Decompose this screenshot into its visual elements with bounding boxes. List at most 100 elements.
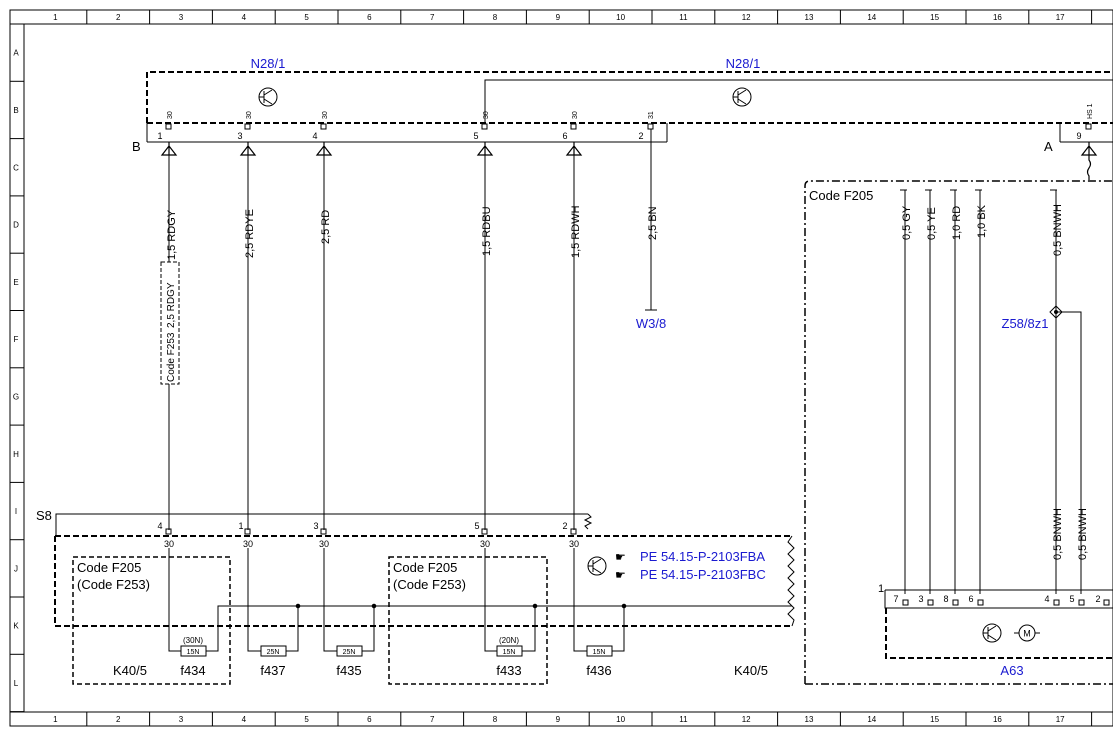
motor-icon: M — [1014, 624, 1040, 642]
svg-text:1,0 RD: 1,0 RD — [951, 206, 963, 240]
reference-link: PE 54.15-P-2103FBC — [640, 567, 766, 582]
pointing-hand-icon: ☛ — [615, 568, 626, 582]
grid-row-label: G — [13, 392, 19, 401]
svg-text:1: 1 — [157, 131, 162, 141]
grid-column-label: 2 — [116, 715, 121, 724]
svg-text:0,5 BNWH: 0,5 BNWH — [1077, 508, 1089, 560]
svg-text:Code F205: Code F205 — [393, 560, 457, 575]
grid-row-label: F — [14, 335, 19, 344]
grid-column-label: 8 — [493, 13, 498, 22]
svg-text:6: 6 — [562, 131, 567, 141]
wire-label: 2,5 BN — [647, 206, 659, 240]
svg-text:7: 7 — [893, 594, 898, 604]
fuse-bus — [168, 548, 792, 628]
pin-b6: 6 30 — [562, 111, 579, 141]
svg-text:2: 2 — [638, 131, 643, 141]
svg-text:4: 4 — [312, 131, 317, 141]
grid-column-label: 11 — [679, 715, 688, 724]
grid-column-label: 17 — [1056, 13, 1065, 22]
svg-text:4: 4 — [157, 521, 162, 531]
svg-text:3: 3 — [313, 521, 318, 531]
wire-label: 1,5 RDWH — [570, 205, 582, 258]
code-box-left: Code F205 (Code F253) — [77, 560, 150, 592]
grid-row-label: H — [13, 450, 19, 459]
svg-text:2: 2 — [562, 521, 567, 531]
svg-text:2,5 RDGY: 2,5 RDGY — [166, 282, 177, 328]
transistor-icon — [258, 87, 278, 107]
svg-text:Code F205: Code F205 — [77, 560, 141, 575]
a63-label: A63 — [1000, 663, 1023, 678]
grid-column-label: 12 — [742, 715, 751, 724]
fuse-f434: 15N (30N) f434 — [168, 628, 219, 678]
grid-column-label: 5 — [304, 13, 309, 22]
grid-column-label: 12 — [742, 13, 751, 22]
fuse-f437: 25N f437 — [247, 628, 299, 678]
a63-pin-1: 1 — [878, 583, 884, 595]
wire-labels: 1,5 RDGY 2,5 RDYE 2,5 RD 1,5 RDBU 1,5 RD… — [166, 205, 659, 260]
right-wires — [900, 189, 1082, 594]
s8-bus — [55, 513, 593, 536]
grid-column-label: 9 — [556, 13, 561, 22]
svg-text:30: 30 — [483, 111, 490, 119]
grid-column-label: 4 — [242, 13, 247, 22]
transistor-icon — [587, 556, 607, 576]
grid-column-label: 9 — [556, 715, 561, 724]
fuse-f435: 25N f435 — [323, 628, 375, 678]
grid-column-label: 10 — [616, 13, 625, 22]
grid-column-label: 16 — [993, 715, 1002, 724]
pointing-hand-icon: ☛ — [615, 550, 626, 564]
grid-column-label: 1 — [53, 13, 58, 22]
svg-text:8: 8 — [943, 594, 948, 604]
grid-column-label: 3 — [179, 13, 184, 22]
grid-column-label: 6 — [367, 715, 372, 724]
svg-text:31: 31 — [648, 111, 655, 119]
code-f205-label: Code F205 — [809, 188, 873, 203]
pin-b1: 1 30 — [157, 111, 174, 141]
svg-text:25N: 25N — [343, 649, 356, 656]
svg-text:3: 3 — [237, 131, 242, 141]
grid-column-label: 2 — [116, 13, 121, 22]
svg-text:5: 5 — [473, 131, 478, 141]
transistor-icon — [982, 623, 1002, 643]
grid-column-label: 8 — [493, 715, 498, 724]
svg-text:30: 30 — [572, 111, 579, 119]
grid-column-label: 11 — [679, 13, 688, 22]
k40-5-label-left: K40/5 — [113, 663, 147, 678]
svg-text:3: 3 — [918, 594, 923, 604]
main-wires — [168, 129, 657, 530]
n28-module — [146, 71, 1113, 143]
reference-links[interactable]: ☛ PE 54.15-P-2103FBA ☛ PE 54.15-P-2103FB… — [615, 549, 766, 582]
svg-text:15N: 15N — [187, 649, 200, 656]
svg-text:1: 1 — [238, 521, 243, 531]
svg-text:(Code F253): (Code F253) — [77, 577, 150, 592]
grid-column-label: 16 — [993, 13, 1002, 22]
n28-label-right: N28/1 — [726, 56, 761, 71]
svg-text:HS 1: HS 1 — [1087, 103, 1094, 119]
fuse-label: f436 — [586, 663, 611, 678]
svg-text:5: 5 — [474, 521, 479, 531]
grid-column-label: 15 — [930, 715, 939, 724]
grid-row-label: C — [13, 163, 19, 172]
grid-column-label: 14 — [867, 715, 876, 724]
code-f253-alt-wire: Code F253 2,5 RDGY — [160, 261, 180, 385]
svg-text:6: 6 — [968, 594, 973, 604]
connector-b-triangles — [160, 142, 1098, 180]
z58-label: Z58/8z1 — [1002, 316, 1049, 331]
pin-b4: 4 30 — [312, 111, 329, 141]
svg-text:0,5 BNWH: 0,5 BNWH — [1052, 508, 1064, 560]
svg-text:5: 5 — [1069, 594, 1074, 604]
grid-column-label: 7 — [430, 13, 435, 22]
fuse-label: f437 — [260, 663, 285, 678]
s8-pins: 4 30 1 30 3 30 5 30 2 30 — [157, 521, 579, 549]
svg-text:Code F253: Code F253 — [166, 332, 177, 382]
grid-column-label: 13 — [805, 715, 814, 724]
fuse-f436: 15N f436 — [573, 628, 625, 678]
pin-b5: 5 30 — [473, 111, 490, 141]
grid-column-label: 3 — [179, 715, 184, 724]
reference-link: PE 54.15-P-2103FBA — [640, 549, 765, 564]
svg-text:2: 2 — [1095, 594, 1100, 604]
s8-label: S8 — [36, 508, 52, 523]
